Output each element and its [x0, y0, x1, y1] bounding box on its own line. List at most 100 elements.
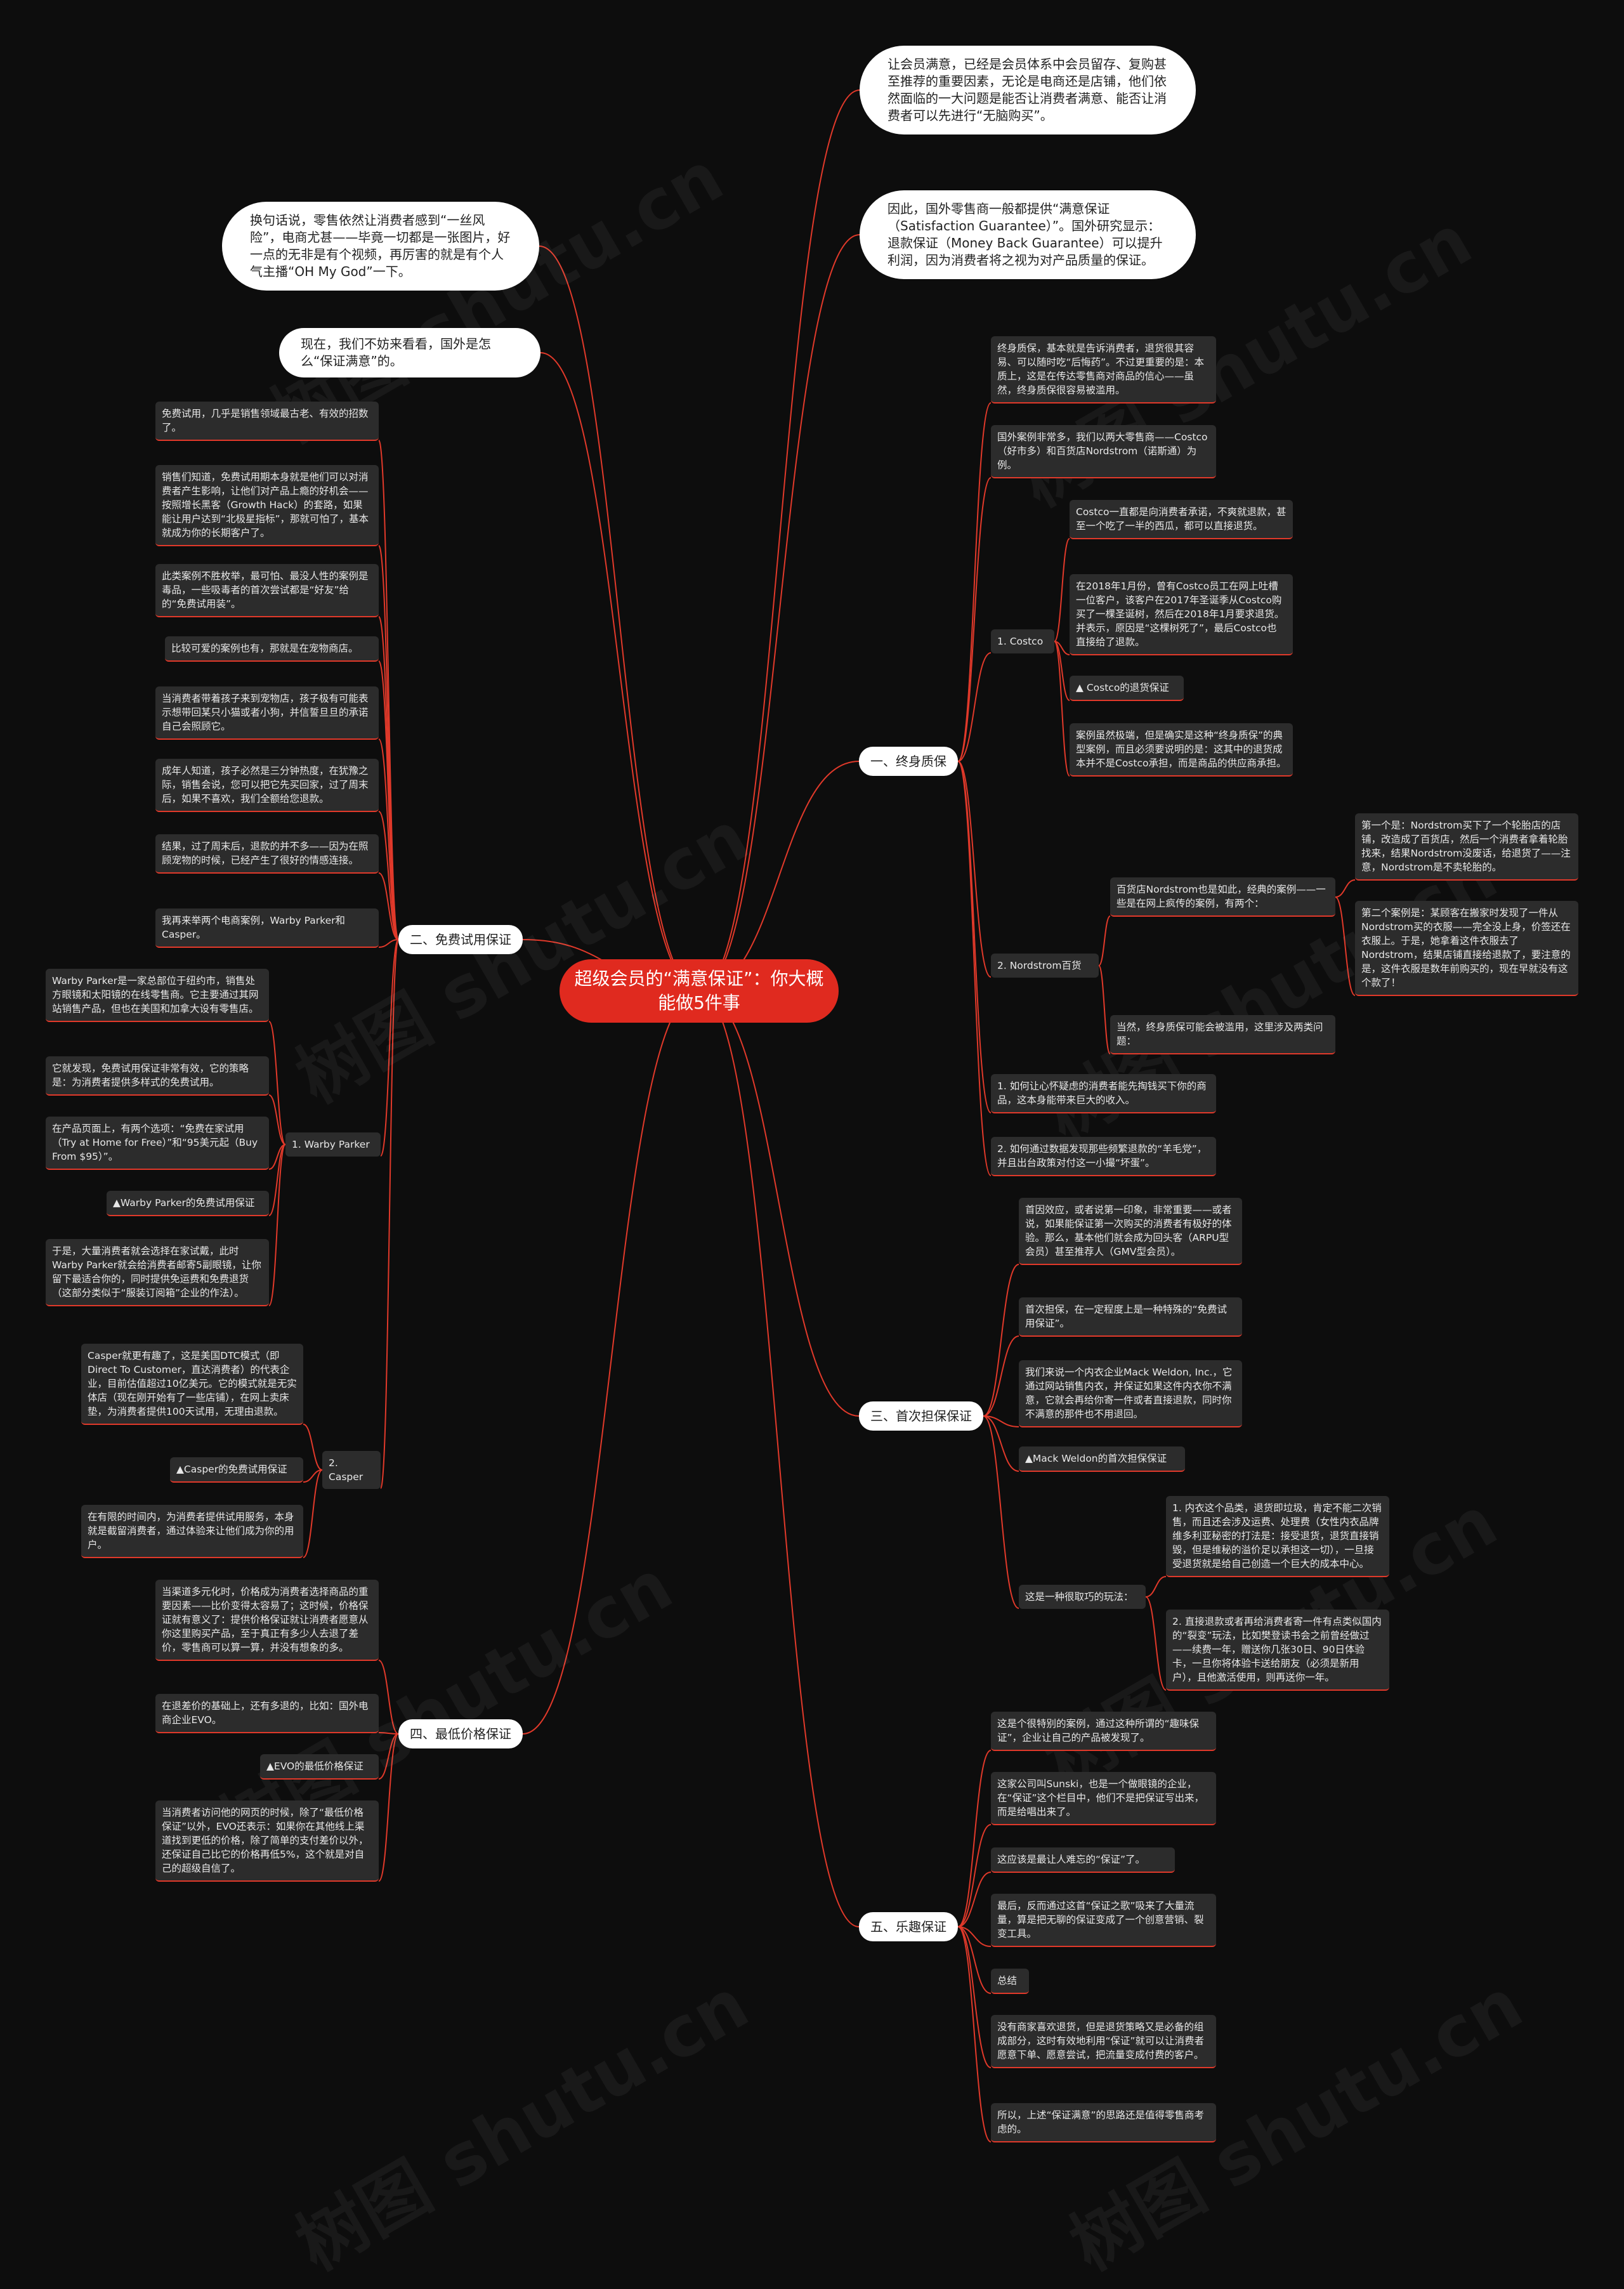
branch-lowest-price[interactable]: 四、最低价格保证: [398, 1719, 523, 1748]
root-topic[interactable]: 超级会员的“满意保证”：你大概能做5件事: [560, 959, 839, 1023]
list-item[interactable]: 2. 如何通过数据发现那些频繁退款的“羊毛党”，并且出台政策对付这一小撮“坏蛋”…: [991, 1137, 1216, 1176]
sub-topic-nordstrom[interactable]: 2. Nordstrom百货: [991, 954, 1099, 978]
connector-line: [268, 1021, 286, 1145]
sub-topic-costco[interactable]: 1. Costco: [991, 629, 1054, 653]
intro-bubble[interactable]: 因此，国外零售商一般都提供“满意保证（Satisfaction Guarante…: [860, 190, 1196, 279]
connector-line: [957, 761, 992, 1176]
connector-line: [268, 1144, 286, 1306]
list-item[interactable]: 此类案例不胜枚举，最可怕、最没人性的案例是毒品，一些吸毒者的首次尝试都是“好友”…: [155, 564, 379, 617]
list-item[interactable]: 我们来说一个内衣企业Mack Weldon, Inc.，它通过网站销售内衣，并保…: [1019, 1360, 1242, 1427]
list-item[interactable]: ▲Warby Parker的免费试用保证: [107, 1191, 269, 1216]
connector-line: [983, 1264, 1019, 1417]
connector-line: [983, 1415, 1019, 1609]
list-item[interactable]: 当消费者带着孩子来到宠物店，孩子极有可能表示想带回某只小猫或者小狗，并信誓旦旦的…: [155, 686, 379, 740]
list-item[interactable]: 第一个是：Nordstrom买下了一个轮胎店的店铺，改造成了百货店，然后一个消费…: [1355, 813, 1578, 881]
branch-first-guarantee[interactable]: 三、首次担保保证: [859, 1401, 983, 1431]
connector-line: [380, 939, 399, 1489]
connector-line: [957, 402, 992, 762]
list-item[interactable]: 我再来举两个电商案例，Warby Parker和Casper。: [155, 908, 379, 948]
connector-line: [698, 89, 860, 992]
connector-line: [957, 1926, 992, 2068]
list-item[interactable]: 当消费者访问他的网页的时候，除了“最低价格保证”以外，EVO还表示：如果你在其他…: [155, 1800, 379, 1882]
intro-bubble[interactable]: 让会员满意，已经是会员体系中会员留存、复购甚至推荐的重要因素，无论是电商还是店铺…: [860, 46, 1196, 134]
list-item[interactable]: 在2018年1月份，曾有Costco员工在网上吐槽一位客户，该客户在2017年圣…: [1070, 574, 1293, 655]
sub-topic-warby-parker[interactable]: 1. Warby Parker: [285, 1132, 381, 1157]
list-item[interactable]: 首因效应，或者说第一印象，非常重要——或者说，如果能保证第一次购买的消费者有极好…: [1019, 1198, 1242, 1265]
list-item[interactable]: 当然，终身质保可能会被滥用，这里涉及两类问题：: [1110, 1015, 1335, 1054]
list-item[interactable]: ▲Mack Weldon的首次担保保证: [1019, 1446, 1185, 1472]
connector-line: [698, 234, 860, 992]
list-item[interactable]: 结果，过了周末后，退款的并不多——因为在照顾宠物的时候，已经产生了很好的情感连接…: [155, 834, 379, 874]
connector-line: [380, 939, 399, 1157]
connector-line: [957, 1926, 992, 1994]
list-item[interactable]: 免费试用，几乎是销售领域最古老、有效的招数了。: [155, 402, 379, 441]
connector-line: [1054, 538, 1070, 642]
list-item[interactable]: 于是，大量消费者就会选择在家试戴，此时Warby Parker就会给消费者邮寄5…: [46, 1239, 269, 1306]
connector-line: [1145, 1576, 1167, 1597]
connector-line: [957, 761, 992, 978]
list-item[interactable]: 在有限的时间内，为消费者提供试用服务，本身就是截留消费者，通过体验来让他们成为你…: [81, 1505, 303, 1558]
list-item[interactable]: 在产品页面上，有两个选项：“免费在家试用（Try at Home for Fre…: [46, 1117, 269, 1170]
list-item[interactable]: 没有商家喜欢退货，但是退货策略又是必备的组成部分，这时有效地利用“保证”就可以让…: [991, 2015, 1216, 2068]
connector-line: [1335, 896, 1356, 996]
list-item[interactable]: 比较可爱的案例也有，那就是在宠物商店。: [165, 636, 379, 662]
list-item[interactable]: 最后，反而通过这首“保证之歌”吸来了大量流量，算是把无聊的保证变成了一个创意营销…: [991, 1894, 1216, 1947]
list-item[interactable]: 1. 如何让心怀疑虑的消费者能先掏钱买下你的商品，这本身能带来巨大的收入。: [991, 1074, 1216, 1113]
list-item[interactable]: 它就发现，免费试用保证非常有效，它的策略是：为消费者提供多样式的免费试用。: [46, 1056, 269, 1096]
list-item[interactable]: 1. 内衣这个品类，退货即垃圾，肯定不能二次销售，而且还会涉及运费、处理费（女性…: [1166, 1496, 1389, 1577]
list-item[interactable]: Casper就更有趣了，这是美国DTC模式（即Direct To Custome…: [81, 1344, 303, 1425]
list-item[interactable]: 在退差价的基础上，还有多退的，比如：国外电商企业EVO。: [155, 1694, 379, 1733]
connector-line: [1145, 1596, 1167, 1691]
connector-line: [378, 811, 399, 940]
branch-fun-guarantee[interactable]: 五、乐趣保证: [859, 1912, 958, 1941]
list-item[interactable]: 这是个很特别的案例，通过这种所谓的“趣味保证”，企业让自己的产品被发现了。: [991, 1712, 1216, 1751]
connector-line: [983, 1415, 1019, 1427]
list-item[interactable]: ▲EVO的最低价格保证: [260, 1754, 379, 1780]
list-item[interactable]: 成年人知道，孩子必然是三分钟热度，在犹豫之际，销售会说，您可以把它先买回家，过了…: [155, 759, 379, 812]
list-item[interactable]: ▲ Costco的退货保证: [1070, 676, 1184, 701]
list-item[interactable]: 2. 直接退款或者再给消费者寄一件有点类似国内的“裂变”玩法，比如樊登读书会之前…: [1166, 1610, 1389, 1691]
connector-line: [540, 352, 700, 992]
connector-line: [1335, 879, 1356, 898]
list-item[interactable]: 这应该是最让人难忘的“保证”了。: [991, 1847, 1175, 1873]
connector-line: [957, 477, 992, 762]
connector-line: [957, 1926, 992, 2142]
list-item[interactable]: Warby Parker是一家总部位于纽约市，销售处方眼镜和太阳镜的在线零售商。…: [46, 969, 269, 1022]
list-item[interactable]: 终身质保，基本就是告诉消费者，退货很其容易、可以随时吃“后悔药”。不过更重要的是…: [991, 336, 1216, 403]
connector-line: [983, 1415, 1019, 1472]
list-item[interactable]: 销售们知道，免费试用期本身就是他们可以对消费者产生影响，让他们对产品上瘾的好机会…: [155, 465, 379, 546]
list-item[interactable]: 百货店Nordstrom也是如此，经典的案例——一些是在网上疯传的案例，有两个：: [1110, 877, 1335, 917]
connector-line: [1054, 641, 1070, 777]
list-item[interactable]: 首次担保，在一定程度上是一种特殊的“免费试用保证”。: [1019, 1297, 1242, 1337]
connector-line: [957, 1872, 992, 1927]
connector-line: [378, 738, 399, 940]
connector-line: [1054, 641, 1070, 701]
connector-line: [957, 1750, 992, 1927]
intro-bubble[interactable]: 换句话说，零售依然让消费者感到“一丝风险”，电商尤甚——毕竟一切都是一张图片，好…: [222, 202, 539, 291]
connector-line: [539, 246, 700, 992]
branch-lifetime-warranty[interactable]: 一、终身质保: [859, 747, 958, 776]
connector-line: [378, 1733, 399, 1780]
connector-line: [957, 1926, 992, 1947]
intro-bubble[interactable]: 现在，我们不妨来看看，国外是怎么“保证满意”的。: [279, 328, 540, 377]
connector-line: [378, 1732, 399, 1735]
sub-topic-casper[interactable]: 2. Casper: [322, 1451, 381, 1489]
branch-free-trial[interactable]: 二、免费试用保证: [398, 925, 523, 954]
list-item[interactable]: 国外案例非常多，我们以两大零售商——Costco（好市多）和百货店Nordstr…: [991, 425, 1216, 478]
list-item[interactable]: Costco一直都是向消费者承诺，不爽就退款，甚至一个吃了一半的西瓜，都可以直接…: [1070, 500, 1293, 539]
list-item[interactable]: 这家公司叫Sunski，也是一个做眼镜的企业，在“保证”这个栏目中，他们不是把保…: [991, 1772, 1216, 1825]
connector-line: [698, 990, 860, 1417]
list-item[interactable]: 所以，上述“保证满意”的思路还是值得零售商考虑的。: [991, 2103, 1216, 2142]
sub-topic-clever-play[interactable]: 这是一种很取巧的玩法：: [1019, 1585, 1146, 1609]
connector-line: [983, 1335, 1019, 1417]
connector-line: [378, 939, 399, 948]
list-item[interactable]: ▲Casper的免费试用保证: [170, 1457, 303, 1483]
list-item[interactable]: 总结: [991, 1969, 1029, 1994]
connector-line: [957, 1824, 992, 1927]
list-item[interactable]: 案例虽然极端，但是确实是这种“终身质保”的典型案例，而且必须要说明的是：这其中的…: [1070, 723, 1293, 777]
list-item[interactable]: 当渠道多元化时，价格成为消费者选择商品的重要因素——比价变得太容易了；这时候，价…: [155, 1580, 379, 1661]
connector-line: [522, 990, 700, 1735]
list-item[interactable]: 第二个案例是：某顾客在搬家时发现了一件从Nordstrom买的衣服——完全没上身…: [1355, 901, 1578, 996]
connector-line: [268, 1144, 286, 1216]
connector-line: [698, 761, 860, 992]
